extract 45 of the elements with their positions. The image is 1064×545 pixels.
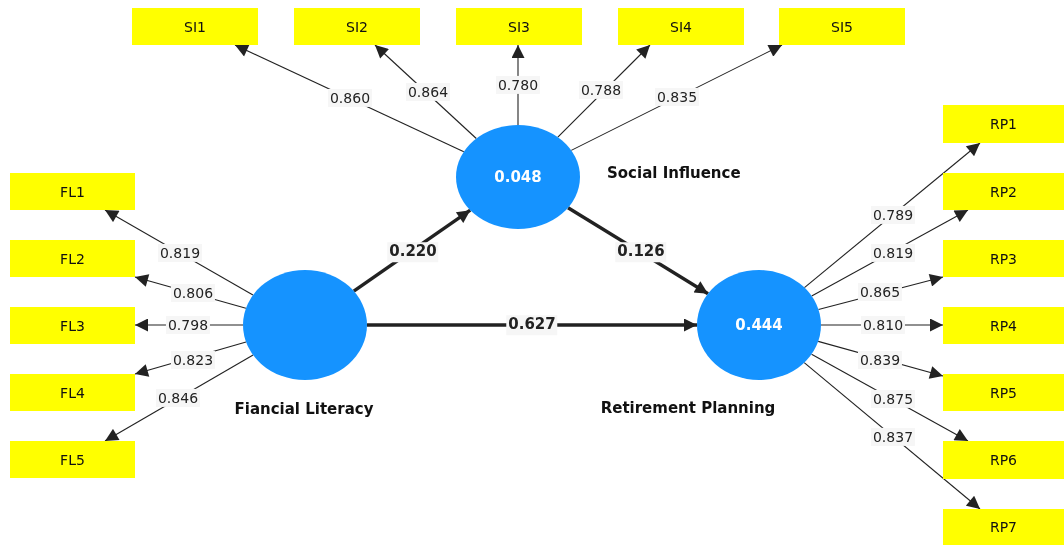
indicator-box: RP2 — [943, 173, 1064, 210]
indicator-box: RP7 — [943, 509, 1064, 545]
indicator-box: RP4 — [943, 307, 1064, 344]
indicator-box: RP5 — [943, 374, 1064, 411]
indicator-box: SI4 — [618, 8, 744, 45]
edge-label: 0.860 — [327, 88, 373, 108]
edge-label: 0.220 — [387, 242, 439, 262]
edge-label: 0.788 — [578, 80, 624, 100]
edge-label: 0.823 — [170, 350, 216, 370]
indicator-box: FL5 — [10, 441, 135, 478]
edge-label: 0.789 — [870, 205, 916, 225]
edge-label: 0.780 — [495, 75, 541, 95]
indicator-box: SI3 — [456, 8, 582, 45]
indicator-box: FL2 — [10, 240, 135, 277]
edge-label: 0.835 — [654, 87, 700, 107]
construct-name: Retirement Planning — [600, 399, 776, 417]
indicator-box: SI2 — [294, 8, 420, 45]
edge-label: 0.810 — [860, 315, 906, 335]
arrow — [803, 362, 981, 510]
edge-label: 0.837 — [870, 427, 916, 447]
edge-label: 0.846 — [155, 388, 201, 408]
edge-label: 0.865 — [857, 282, 903, 302]
indicator-box: FL1 — [10, 173, 135, 210]
indicator-box: RP3 — [943, 240, 1064, 277]
edge-label: 0.126 — [615, 242, 667, 262]
indicator-box: RP1 — [943, 105, 1064, 143]
edge-label: 0.839 — [857, 350, 903, 370]
edge-label: 0.627 — [506, 315, 558, 335]
indicator-box: SI1 — [132, 8, 258, 45]
edge-label: 0.819 — [870, 243, 916, 263]
arrow — [803, 142, 981, 289]
edge-label: 0.819 — [157, 243, 203, 263]
edge-label: 0.875 — [870, 389, 916, 409]
r-squared-value: 0.048 — [494, 168, 542, 186]
indicator-box: SI5 — [779, 8, 905, 45]
construct-circle — [456, 125, 580, 229]
indicator-box: RP6 — [943, 441, 1064, 479]
indicator-box: FL3 — [10, 307, 135, 344]
construct-name: Social Influence — [607, 164, 741, 182]
edge-label: 0.798 — [165, 315, 211, 335]
r-squared-value: 0.444 — [735, 316, 783, 334]
edge-label: 0.864 — [405, 82, 451, 102]
indicator-box: FL4 — [10, 374, 135, 411]
construct-name: Fiancial Literacy — [234, 400, 374, 418]
edge-label: 0.806 — [170, 283, 216, 303]
